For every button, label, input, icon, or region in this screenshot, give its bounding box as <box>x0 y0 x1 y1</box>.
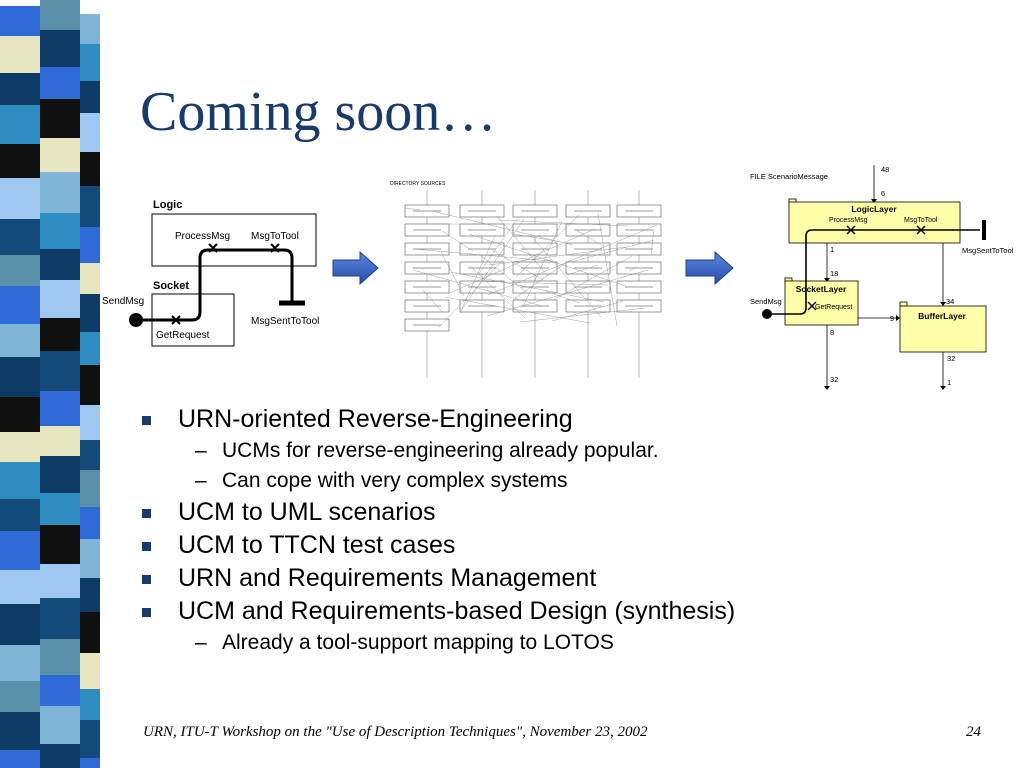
sub-bullet-item: –Already a tool-support mapping to LOTOS <box>140 628 1000 658</box>
start-point <box>129 313 143 327</box>
logic-component <box>151 213 317 267</box>
send-msg-label: SendMsg <box>102 296 144 307</box>
sub-bullet-text: Can cope with very complex systems <box>222 469 568 492</box>
logic-layer-box <box>788 201 961 244</box>
file-label: FILE ScenarioMessage <box>750 172 828 181</box>
bullet-item: URN-oriented Reverse-Engineering <box>140 403 1000 436</box>
bullet-item: UCM to UML scenarios <box>140 496 1000 529</box>
responsibility-marks <box>171 243 280 325</box>
bullet-list: URN-oriented Reverse-Engineering–UCMs fo… <box>140 403 1000 658</box>
svg-text:32: 32 <box>947 354 955 363</box>
msg-sent-to-tool-label: MsgSentToTool <box>962 246 1014 255</box>
sub-bullet-text: Already a tool-support mapping to LOTOS <box>222 631 614 654</box>
bullet-text: UCM to TTCN test cases <box>178 531 456 559</box>
logic-component-label: Logic <box>153 199 182 211</box>
source-dependency-graph: DIRECTORY SOURCES <box>390 181 662 378</box>
socket-layer-box <box>784 280 859 326</box>
bullet-text: UCM to UML scenarios <box>178 498 436 526</box>
bullet-text: URN and Requirements Management <box>178 564 597 592</box>
dash-bullet-icon: – <box>195 439 207 462</box>
process-msg-label: ProcessMsg <box>829 217 868 224</box>
get-request-label: GetRequest <box>815 304 852 311</box>
svg-text:34: 34 <box>946 297 954 306</box>
msg-to-tool-label: MsgToTool <box>904 217 938 224</box>
sub-bullet-item: –UCMs for reverse-engineering already po… <box>140 436 1000 466</box>
right-arrow-icon <box>332 250 379 286</box>
left-ucm-diagram: Logic ProcessMsg MsgToTool Socket GetReq… <box>102 199 319 347</box>
ucm-path <box>143 248 294 322</box>
square-bullet-icon <box>142 416 151 425</box>
ucm-path <box>772 229 980 315</box>
square-bullet-icon <box>142 509 151 518</box>
msg-sent-to-tool-label: MsgSentToTool <box>251 316 319 327</box>
send-msg-label: SendMsg <box>750 297 782 306</box>
msg-to-tool-label: MsgToTool <box>251 231 299 242</box>
decorative-stripe <box>0 0 100 768</box>
svg-text:18: 18 <box>830 269 838 278</box>
bullet-item: URN and Requirements Management <box>140 562 1000 595</box>
svg-text:32: 32 <box>830 375 838 384</box>
diagrams: Logic ProcessMsg MsgToTool Socket GetReq… <box>102 165 1014 390</box>
get-request-label: GetRequest <box>156 330 210 341</box>
bullet-text: UCM and Requirements-based Design (synth… <box>178 597 736 625</box>
svg-text:9: 9 <box>890 314 894 323</box>
bullet-item: UCM and Requirements-based Design (synth… <box>140 595 1000 628</box>
square-bullet-icon <box>142 542 151 551</box>
svg-text:8: 8 <box>830 328 834 337</box>
dash-bullet-icon: – <box>195 469 207 492</box>
socket-layer-label: SocketLayer <box>796 284 847 294</box>
buffer-layer-label: BufferLayer <box>918 311 966 321</box>
svg-text:1: 1 <box>947 378 951 387</box>
bullet-text: URN-oriented Reverse-Engineering <box>178 405 573 433</box>
svg-text:1: 1 <box>830 245 834 254</box>
start-point <box>762 309 772 319</box>
svg-text:6: 6 <box>881 189 885 198</box>
slide-title: Coming soon… <box>140 81 497 143</box>
square-bullet-icon <box>142 608 151 617</box>
right-arrow-icon <box>685 250 734 286</box>
sub-bullet-text: UCMs for reverse-engineering already pop… <box>222 439 659 462</box>
right-ucm-diagram: FILE ScenarioMessage 48 6 LogicLayer Pro… <box>750 165 1014 390</box>
sub-bullet-item: –Can cope with very complex systems <box>140 466 1000 496</box>
socket-component-label: Socket <box>153 280 189 292</box>
svg-text:48: 48 <box>881 165 889 174</box>
logic-layer-label: LogicLayer <box>851 204 897 214</box>
directory-sources-label: DIRECTORY SOURCES <box>390 181 446 187</box>
page-number: 24 <box>966 724 981 740</box>
square-bullet-icon <box>142 575 151 584</box>
dash-bullet-icon: – <box>195 631 207 654</box>
footer-text: URN, ITU-T Workshop on the "Use of Descr… <box>143 724 648 740</box>
bullet-item: UCM to TTCN test cases <box>140 529 1000 562</box>
process-msg-label: ProcessMsg <box>175 231 230 242</box>
